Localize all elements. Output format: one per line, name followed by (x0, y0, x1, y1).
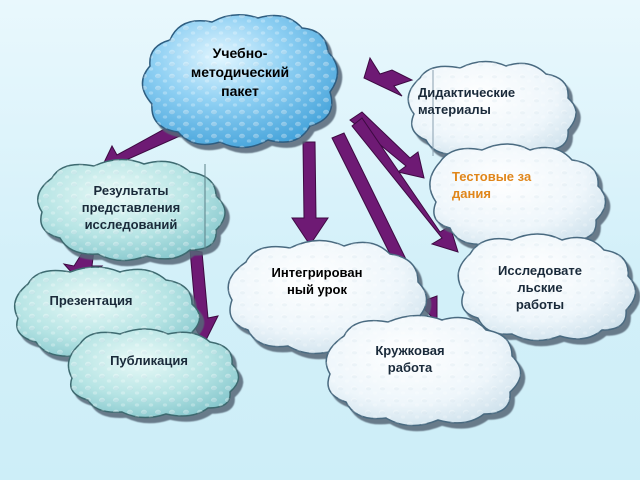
center-label: Учебно- методический пакет (160, 44, 320, 101)
arrow-to-integrated-lesson (291, 141, 329, 246)
node-label-line: Дидактические (418, 85, 516, 100)
cloud-texture (142, 14, 338, 148)
cloud-club-work (325, 314, 522, 427)
cloud-texture (408, 61, 576, 161)
node-label-line: Кружковая (375, 343, 445, 358)
cloud-texture (458, 234, 636, 341)
cloud-tests (429, 143, 607, 252)
node-label-line: Результаты (93, 183, 169, 198)
node-label-line: исследований (84, 217, 178, 232)
cloud-center-study-package (141, 14, 339, 149)
cloud-research-results (37, 158, 226, 262)
node-label-line: Презентация (49, 293, 133, 308)
node-label-line: Исследовате (498, 263, 582, 278)
cloud-research-works (457, 233, 637, 342)
arrow-to-research-works (351, 117, 459, 253)
cloud-texture (429, 144, 606, 251)
arrow-to-didactic-materials (363, 56, 414, 97)
clouds-layer (13, 14, 637, 427)
node-label-line: работа (387, 360, 433, 375)
node-label-research-results: Результаты представления исследований (56, 182, 206, 233)
node-label-didactic-materials: Дидактические материалы (418, 84, 558, 118)
center-label-line: методический (190, 64, 290, 80)
cloud-didactic-materials (407, 60, 577, 162)
cloud-texture (37, 159, 225, 261)
node-label-line: ный урок (286, 282, 347, 297)
node-label-club-work: Кружковая работа (350, 342, 470, 376)
node-label-line: работы (515, 297, 565, 312)
cloud-publication (67, 328, 240, 419)
node-label-publication: Публикация (84, 352, 214, 369)
node-label-line: Тестовые за (452, 169, 532, 184)
center-label-line: Учебно- (212, 45, 268, 61)
node-label-line: Публикация (110, 353, 188, 368)
node-label-line: представления (81, 200, 181, 215)
node-label-presentation: Презентация (26, 292, 156, 309)
cloud-texture (68, 329, 239, 418)
node-label-research-works: Исследовате льские работы (480, 262, 600, 313)
node-label-line: Интегрирован (271, 265, 363, 280)
node-label-tests: Тестовые за дания (452, 168, 572, 202)
node-label-line: дания (452, 186, 491, 201)
node-label-integrated-lesson: Интегрирован ный урок (252, 264, 382, 298)
center-label-line: пакет (221, 83, 259, 99)
cloud-texture (326, 315, 521, 426)
node-label-line: материалы (418, 102, 491, 117)
node-label-line: льские (517, 280, 563, 295)
